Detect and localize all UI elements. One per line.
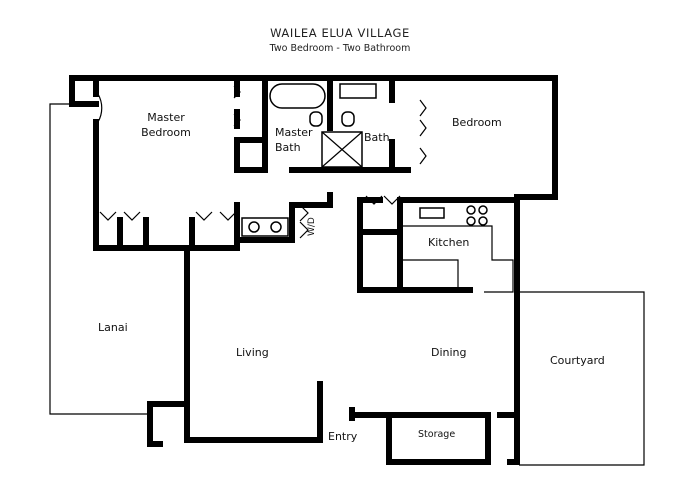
label-bedroom: Bedroom (452, 116, 502, 129)
bath-toilet (341, 111, 355, 127)
label-dining: Dining (431, 346, 467, 359)
shower (321, 131, 363, 168)
label-courtyard: Courtyard (550, 354, 605, 367)
kitchen-counters (403, 205, 514, 293)
bath-vanity (339, 83, 377, 99)
label-kitchen: Kitchen (428, 236, 469, 249)
door-swings (97, 85, 427, 239)
plan-subtitle: Two Bedroom - Two Bathroom (269, 43, 411, 54)
label-living: Living (236, 346, 269, 359)
master-toilet (309, 111, 323, 127)
label-bath: Bath (364, 131, 390, 144)
label-master-bedroom-1: Master (147, 111, 185, 124)
label-storage: Storage (418, 429, 455, 440)
bath-fixtures (241, 83, 377, 237)
label-entry: Entry (328, 430, 358, 443)
label-master-bath-1: Master (275, 126, 313, 139)
stove-burners (466, 205, 488, 226)
lanai-outline (49, 103, 150, 415)
kitchen-sink (419, 207, 445, 219)
plan-title: WAILEA ELUA VILLAGE (270, 26, 410, 40)
room-labels: Master Bedroom Master Bath Bath Bedroom … (98, 111, 605, 443)
courtyard-outline (519, 291, 645, 466)
bathtub (269, 83, 326, 109)
walls (69, 75, 558, 465)
master-vanity (241, 217, 289, 237)
label-lanai: Lanai (98, 321, 128, 334)
label-master-bath-2: Bath (275, 141, 301, 154)
label-washer-dryer: W/D (307, 217, 317, 236)
label-master-bedroom-2: Bedroom (141, 126, 191, 139)
